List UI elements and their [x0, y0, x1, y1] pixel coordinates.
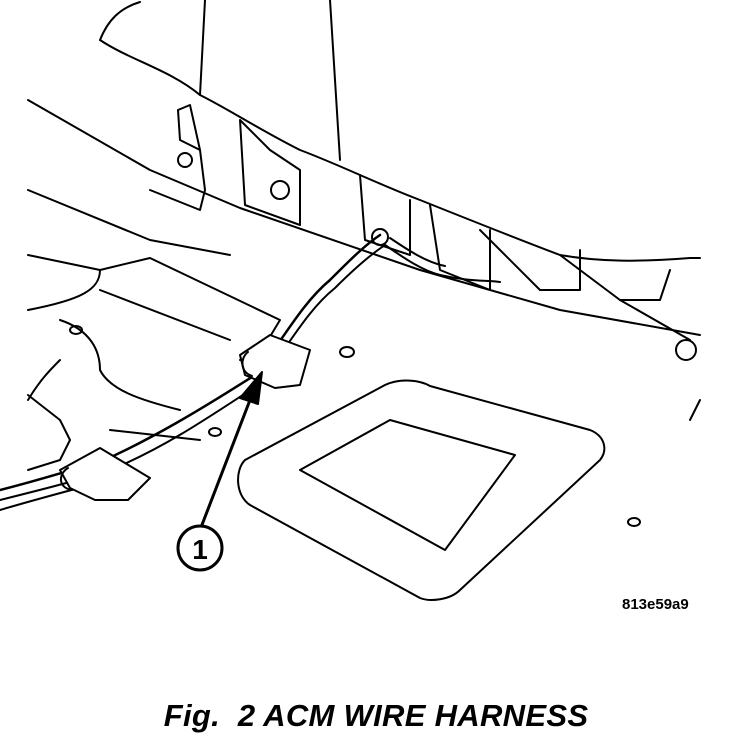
caption-title: ACM WIRE HARNESS	[263, 698, 589, 733]
floor-recess	[237, 379, 606, 601]
caption-number: 2	[237, 698, 256, 733]
harness-clip-rear	[59, 447, 151, 501]
seat-frame-outline	[99, 0, 701, 262]
harness-clip-front	[239, 334, 311, 389]
callout-1: 1	[176, 524, 224, 572]
caption-prefix: Fig.	[163, 698, 221, 733]
figure-reference-code: 813e59a9	[622, 596, 689, 613]
floor-panel-edges	[27, 99, 701, 471]
callout-number: 1	[192, 534, 208, 565]
wire-harness-illustration: 1	[0, 0, 701, 601]
callout-leader	[198, 371, 263, 532]
floor-channel	[27, 257, 281, 441]
floor-holes	[69, 325, 641, 527]
seat-bracket-left	[149, 104, 301, 226]
figure-caption: Fig. 2 ACM WIRE HARNESS	[0, 698, 752, 734]
